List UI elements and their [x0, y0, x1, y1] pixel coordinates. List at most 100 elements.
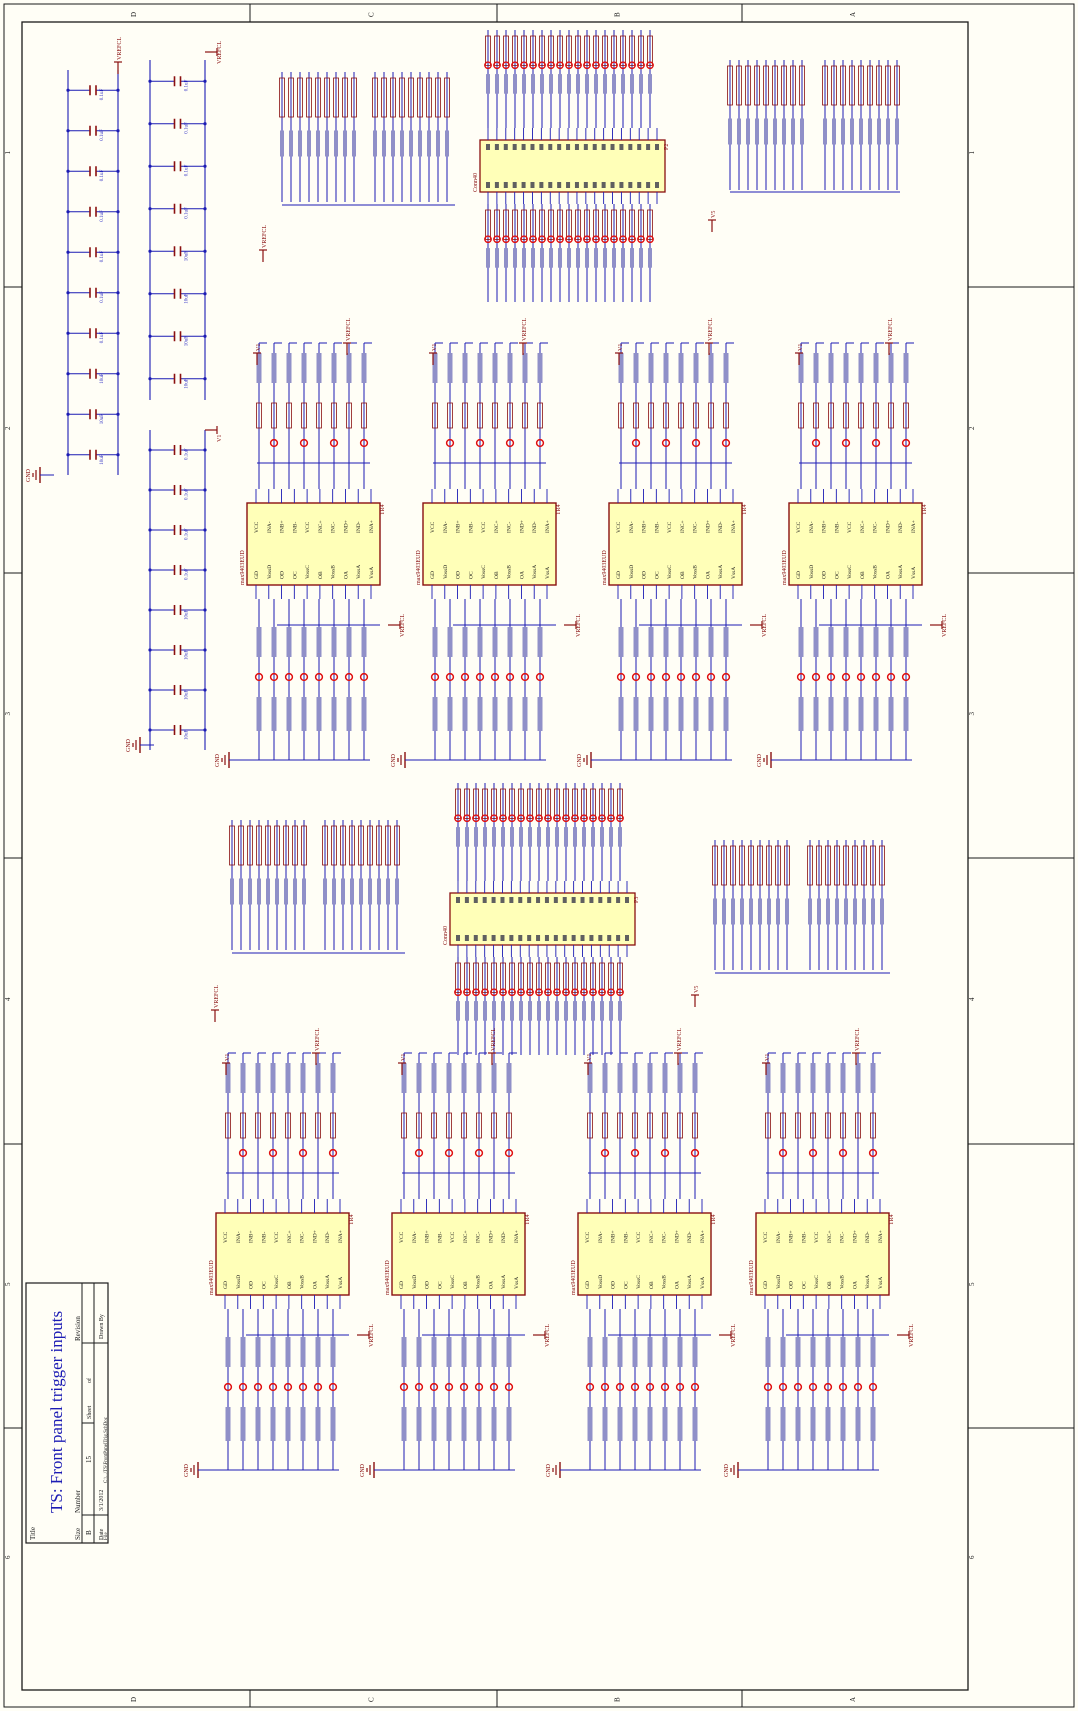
ic-pin-name: INA-: [443, 521, 449, 533]
receiver-ic-row1-2: TR4max9403EUDVCCGDINA-VossDINB+ODINB-OCV…: [413, 342, 562, 761]
led-marker: [901, 438, 911, 448]
led-marker: [463, 988, 471, 997]
ic-pin-name: VCC: [450, 1231, 456, 1243]
gnd-label: GND: [757, 753, 763, 767]
resistor-body: [555, 1001, 559, 1021]
ic-ref-label: TR4: [742, 504, 748, 515]
junction-dot: [66, 250, 70, 254]
led-marker: [601, 235, 609, 244]
net-group-c1-a: [279, 72, 357, 202]
ic-pin-name: INB+: [249, 1230, 255, 1243]
net-label-box: [807, 845, 813, 886]
resistor-body: [567, 248, 571, 268]
power-rail-symbol: V5: [691, 986, 700, 1007]
ic-pin-name: INC-: [693, 522, 699, 533]
ic-pin-name: INC-: [873, 522, 879, 533]
input-resistor: [678, 402, 684, 429]
ic-pin-name: VossD: [776, 1275, 782, 1289]
capacitor-value-label: 0.1uF: [100, 129, 105, 141]
resistor-body: [436, 130, 440, 157]
input-label-block: [491, 1063, 497, 1093]
ic-pin-name: INB-: [292, 522, 298, 533]
resistor-body: [621, 74, 625, 94]
output-net-label: [633, 697, 639, 731]
gnd-label: GND: [577, 753, 583, 767]
input-label-block: [813, 353, 819, 383]
gnd-symbol: GND: [757, 752, 785, 768]
net-label-box: [843, 845, 849, 886]
input-label-block: [331, 353, 337, 383]
output-label-block: [225, 1337, 231, 1367]
led-marker: [268, 1148, 278, 1158]
ic-pin-name: OC: [468, 571, 474, 579]
output-label-block: [476, 1337, 482, 1367]
net-label-box: [509, 788, 515, 819]
junction-dot: [148, 334, 152, 338]
output-net-label: [587, 1407, 593, 1441]
output-net-label: [240, 1407, 246, 1441]
output-label-block: [477, 627, 483, 657]
ic-pin-name: OD: [249, 1281, 255, 1289]
net-label-box: [784, 845, 790, 886]
pin-number: [571, 897, 576, 903]
ic-part-label: max9403EUD: [749, 1260, 755, 1295]
gnd-label: GND: [546, 1463, 552, 1477]
resistor-body: [573, 827, 577, 847]
junction-dot: [66, 210, 70, 214]
net-label-box: [265, 825, 271, 866]
input-resistor: [285, 1112, 291, 1139]
net-label-box: [754, 65, 760, 106]
net-label-box: [349, 825, 355, 866]
led-marker: [589, 814, 597, 823]
ic-pin-name: VossB: [873, 565, 879, 579]
ic-pin-name: INC+: [287, 1230, 293, 1243]
led-marker: [475, 438, 485, 448]
led-marker: [298, 1382, 308, 1392]
output-net-label: [286, 697, 292, 731]
led-marker: [481, 988, 489, 997]
receiver-ic-row1-3: TR4max9403EUDVCCGDINA-VossDINB+ODINB-OCV…: [599, 342, 748, 761]
output-label-block: [507, 627, 513, 657]
pin-number: [592, 182, 597, 188]
led-marker: [565, 61, 573, 70]
led-marker: [580, 814, 588, 823]
output-label-block: [431, 1337, 437, 1367]
led-marker: [823, 1382, 833, 1392]
pin-number: [456, 897, 460, 903]
led-marker: [472, 814, 480, 823]
pin-number: [548, 182, 553, 188]
ic-pin-name: VossD: [809, 565, 815, 579]
net-label-box: [584, 209, 590, 240]
zone-number-right: 6: [968, 1555, 976, 1559]
power-rail-symbol: V5: [708, 211, 717, 232]
resistor-body: [785, 898, 789, 925]
ic-pin-name: INB+: [642, 520, 648, 533]
resistor-body: [352, 130, 356, 157]
led-marker: [459, 1382, 469, 1392]
led-marker: [600, 1382, 610, 1392]
junction-dot: [116, 169, 120, 173]
pin-number: [512, 144, 517, 150]
output-net-label: [677, 1407, 683, 1441]
resistor-body: [531, 248, 535, 268]
power-rail-label: VREFCL: [346, 318, 352, 341]
ic-pin-name: INB+: [611, 1230, 617, 1243]
output-label-block: [432, 627, 438, 657]
outer-frame: [3, 3, 1075, 1708]
resistor-body: [280, 130, 284, 157]
power-rail-symbol: V1: [584, 1054, 593, 1075]
net-label-box: [351, 77, 357, 118]
ic-input-nets: [432, 342, 548, 489]
led-marker: [571, 814, 579, 823]
net-label-box: [745, 65, 751, 106]
resistor-body: [880, 898, 884, 925]
resistor-body: [564, 1001, 568, 1021]
ic-pin-name: OB: [860, 571, 866, 579]
led-marker: [721, 438, 731, 448]
resistor-body: [427, 130, 431, 157]
ic-pin-name: VCC: [254, 521, 260, 533]
input-resistor: [858, 402, 864, 429]
output-label-block: [903, 627, 909, 657]
output-net-label: [723, 697, 729, 731]
led-marker: [616, 672, 626, 682]
